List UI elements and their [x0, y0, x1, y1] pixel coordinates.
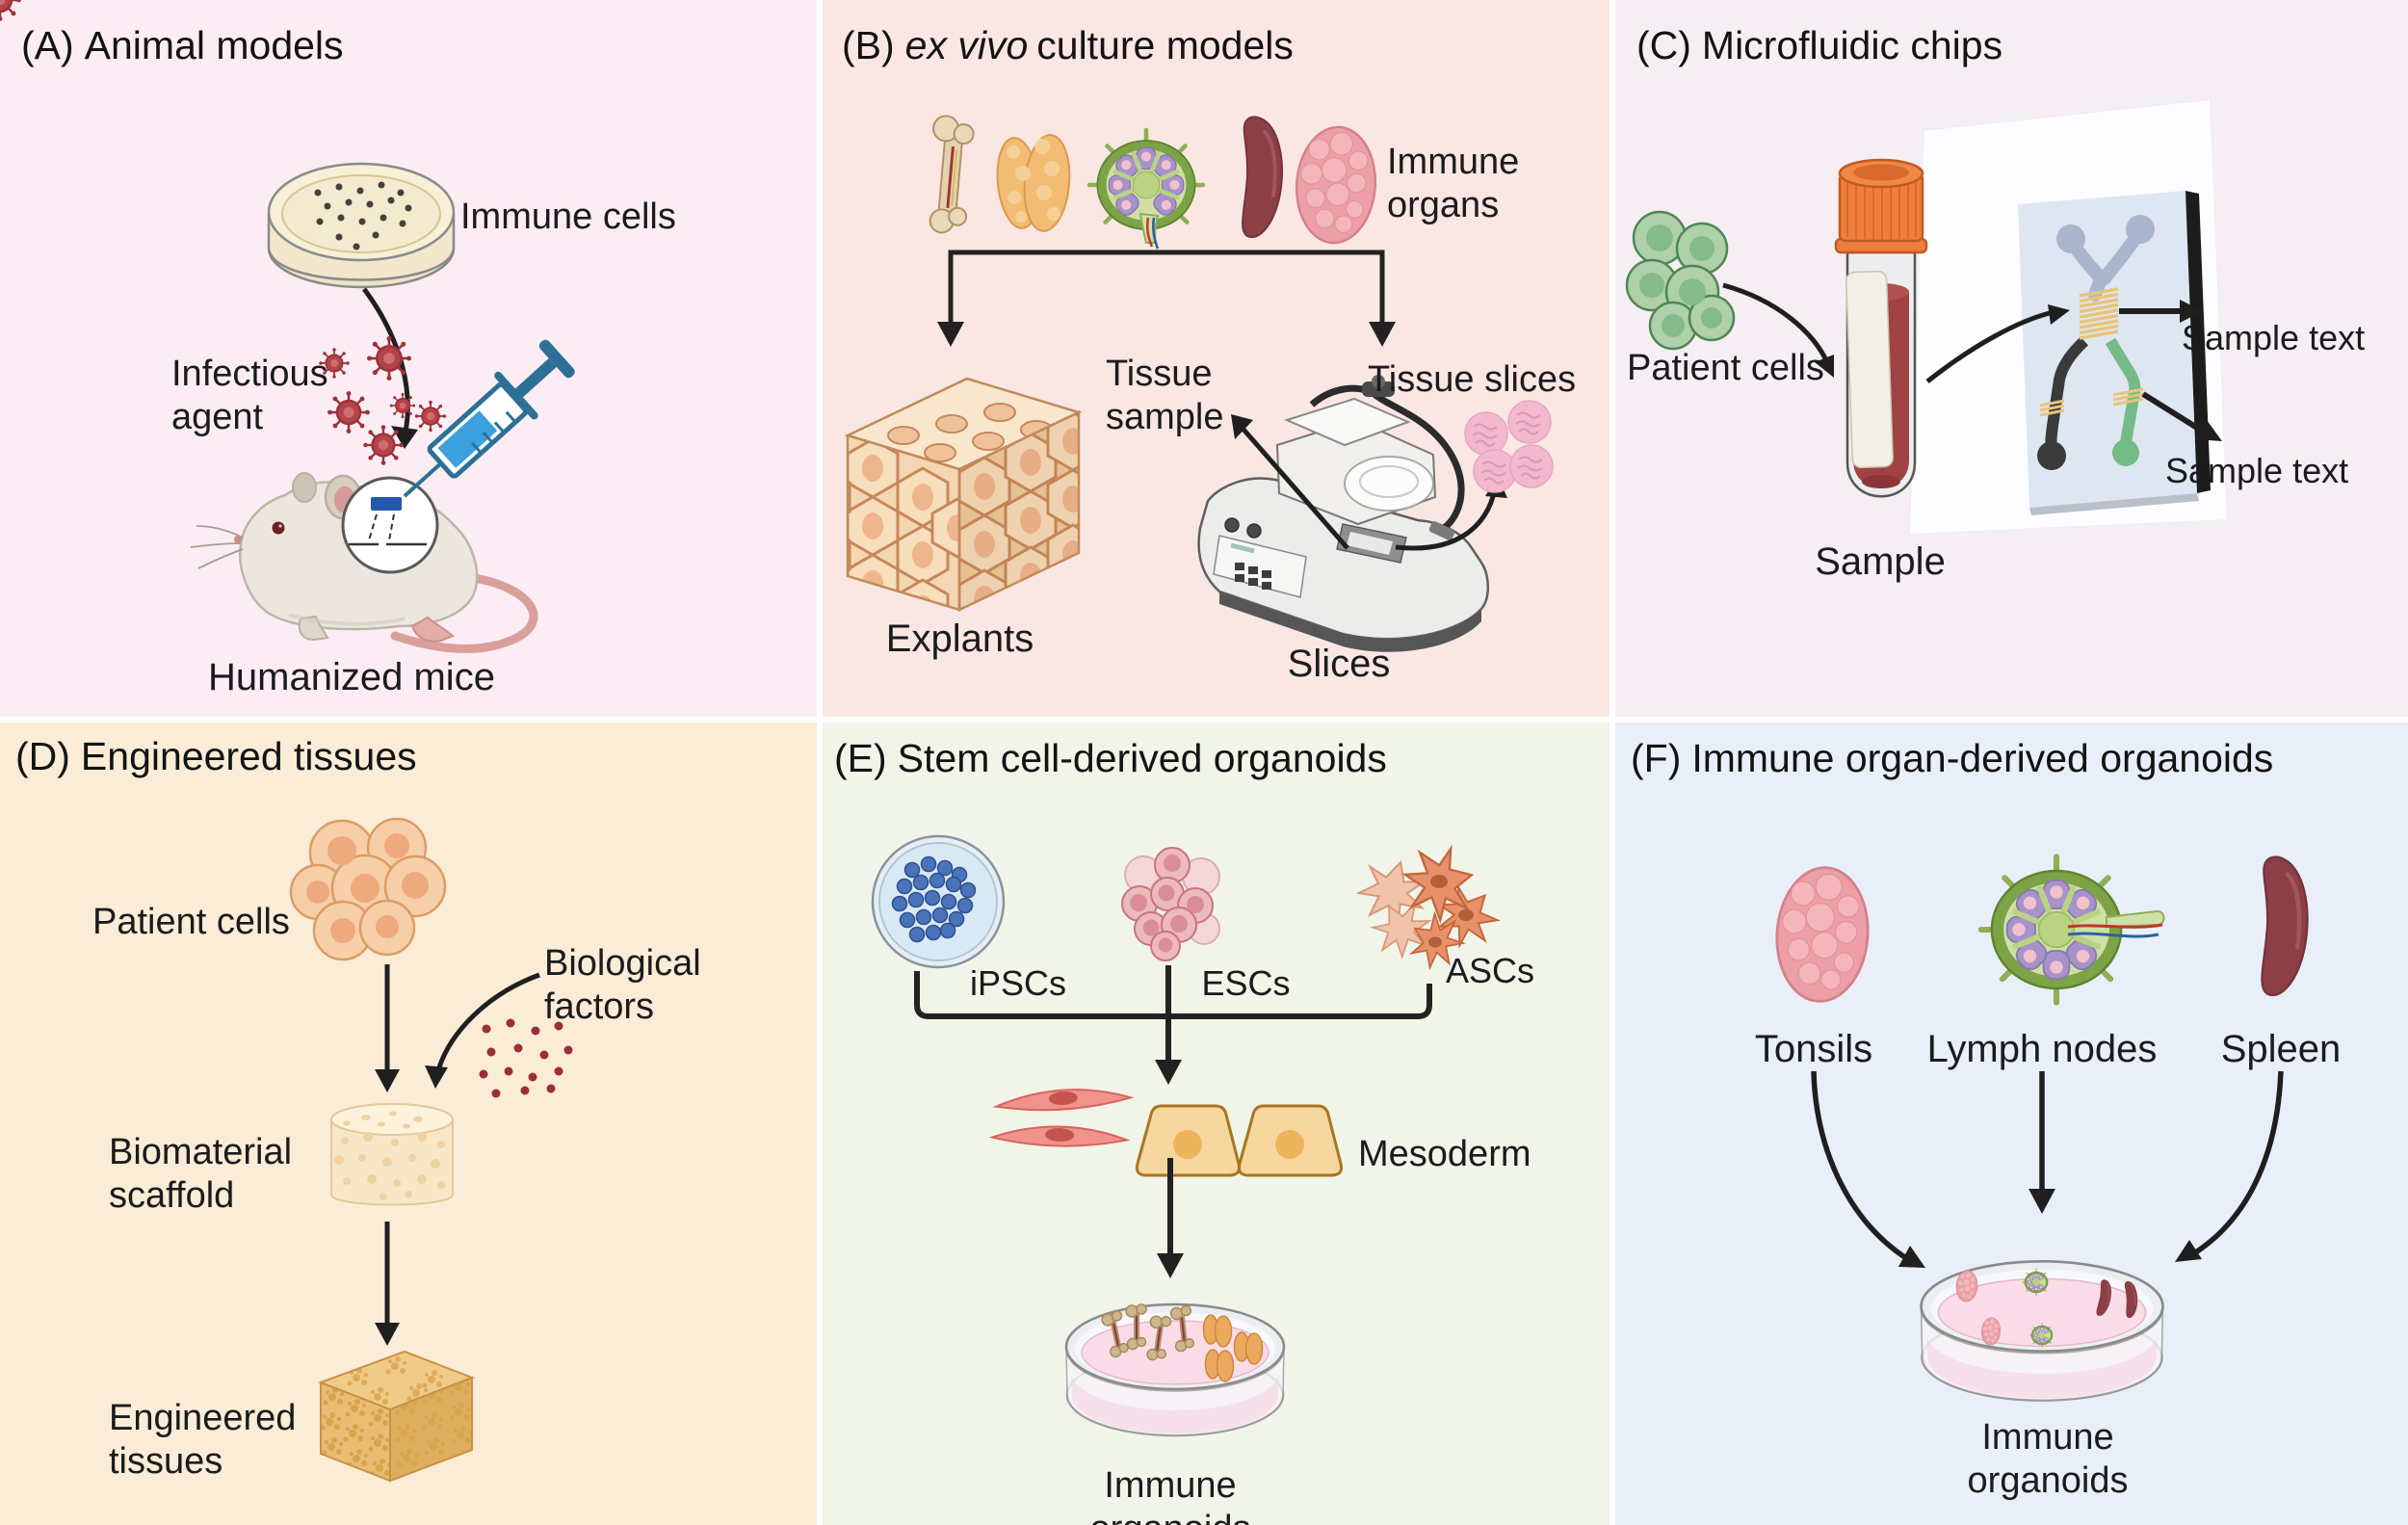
biomaterial-scaffold-icon — [330, 1103, 454, 1206]
panel-c-title: (C)Microfluidic chips — [1636, 23, 2003, 67]
esc-cluster-icon — [1121, 847, 1220, 961]
arrow-factors-to-scaffold — [425, 972, 540, 1089]
panel-animal-models: (A)Animal models Immune cells Infectious… — [0, 0, 817, 717]
asc-cells-icon — [1352, 839, 1509, 977]
petri-dish-organoids-icon — [1920, 1259, 2164, 1402]
explant-cube-icon — [844, 377, 1083, 612]
tissue-slices-label: Tissue slices — [1368, 359, 1577, 400]
arrow-bracket — [937, 250, 1396, 347]
biological-factors-icon — [479, 1018, 573, 1098]
microfluidic-chip-icon — [2018, 191, 2211, 515]
sample-text-2-label: Sample text — [2165, 451, 2349, 490]
tissue-slicer-icon — [1197, 375, 1489, 652]
tonsils-label: Tonsils — [1754, 1028, 1873, 1070]
blood-tube-icon — [1834, 158, 1928, 498]
immune-organs-label: Immune organs — [1387, 142, 1520, 225]
panel-d-title: (D)Engineered tissues — [15, 734, 417, 778]
arrow-tonsils-to-dish — [1811, 1070, 1925, 1268]
thymus-icon — [996, 134, 1071, 232]
panel-engineered-tissues: (D)Engineered tissues Patient cells Biol… — [0, 723, 817, 1525]
immune-organoids-label: Immune organoids — [1967, 1417, 2129, 1501]
arrow-lymph-to-dish — [2028, 1071, 2055, 1214]
mesoderm-label: Mesoderm — [1358, 1134, 1531, 1174]
panel-e-title: (E)Stem cell-derived organoids — [834, 736, 1387, 780]
petri-dish-organoids-icon — [1064, 1304, 1286, 1437]
graft-zoom-circle — [341, 476, 439, 574]
engineered-tissues-label: Engineered tissues — [109, 1398, 297, 1482]
mesoderm-cells-icon — [990, 1085, 1344, 1177]
patient-cells-label: Patient cells — [1627, 348, 1824, 388]
spleen-icon — [2262, 857, 2307, 996]
panel-immune-organ-organoids: (F)Immune organ-derived organoids Tonsil… — [1615, 723, 2408, 1525]
petri-dish-icon — [267, 162, 456, 289]
arrow-to-tissue-sample — [1231, 414, 1349, 550]
lymph-nodes-label: Lymph nodes — [1926, 1028, 2158, 1070]
tonsil-icon — [1291, 122, 1381, 248]
virus-icons — [0, 0, 448, 466]
sample-label: Sample — [1815, 540, 1946, 583]
immune-organoids-label: Immune organoids — [1090, 1465, 1251, 1525]
biological-factors-label: Biological factors — [544, 943, 701, 1027]
bone-icon — [929, 115, 975, 234]
patient-cells-icon — [289, 817, 447, 961]
lymph-node-icon — [1089, 130, 1203, 250]
spleen-label: Spleen — [2220, 1028, 2342, 1070]
immune-cells-label: Immune cells — [460, 197, 676, 237]
panel-f-title: (F)Immune organ-derived organoids — [1631, 736, 2274, 780]
slices-label: Slices — [1287, 643, 1391, 685]
biomaterial-scaffold-label: Biomaterial scaffold — [109, 1132, 293, 1216]
arrow-cells-to-scaffold — [375, 964, 400, 1092]
sample-text-1-label: Sample text — [2182, 318, 2366, 357]
arrow-bracket — [914, 965, 1432, 1085]
patient-cells-icon — [1625, 210, 1736, 351]
explants-label: Explants — [885, 618, 1034, 660]
lymph-node-icon — [1981, 856, 2165, 1002]
ascs-label: ASCs — [1445, 951, 1535, 990]
arrow-scaffold-to-cube — [375, 1222, 400, 1346]
spleen-icon — [1241, 115, 1284, 240]
escs-label: ESCs — [1201, 963, 1291, 1003]
panel-a-title: (A)Animal models — [21, 23, 344, 67]
panel-stem-cell-organoids: (E)Stem cell-derived organoids iPSCs ESC… — [823, 723, 1610, 1525]
arrow-chip-outlet-2 — [2141, 391, 2222, 441]
panel-microfluidic-chips: (C)Microfluidic chips Patient cells Samp… — [1615, 0, 2408, 717]
humanized-mice-label: Humanized mice — [208, 656, 495, 698]
engineered-tissue-cube-icon — [318, 1350, 475, 1483]
arrow-mesoderm-to-dish — [1157, 1158, 1184, 1278]
arrow-cells-to-tube — [1722, 282, 1834, 378]
ipscs-label: iPSCs — [969, 963, 1067, 1003]
arrow-tube-to-chip — [1925, 304, 2070, 383]
syringe-icon — [403, 339, 575, 498]
electrode-icon — [2079, 287, 2119, 340]
arrow-chip-outlet-1 — [2119, 300, 2203, 323]
infectious-agent-label: Infectious agent — [171, 354, 328, 437]
ipsc-dish-icon — [871, 834, 1006, 969]
tissue-slices-icon — [1463, 399, 1555, 494]
electrode-icon — [2039, 399, 2065, 417]
electrode-icon — [2112, 387, 2144, 407]
tonsil-icon — [1770, 863, 1874, 1006]
arrow-spleen-to-dish — [2175, 1070, 2284, 1262]
patient-cells-label: Patient cells — [92, 902, 290, 942]
tissue-sample-label: Tissue sample — [1106, 354, 1224, 437]
